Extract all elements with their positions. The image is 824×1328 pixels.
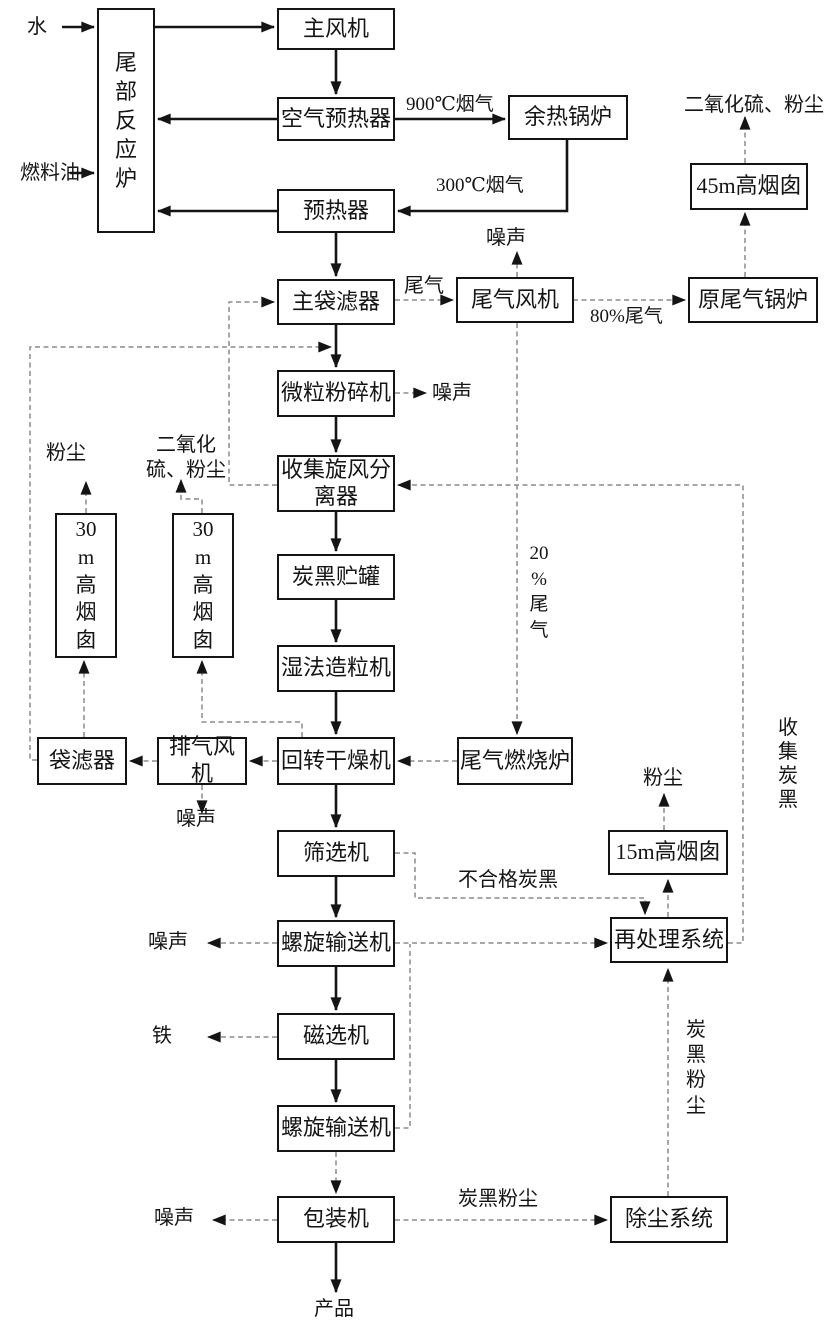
label-carbon-black-dust-vertical: 炭 黑 粉 尘: [686, 1019, 706, 1117]
dashed-rotary-dryer-to-chimney30-right: [196, 659, 303, 737]
box-collect-cyclone-separator: 收集旋风分 离器: [277, 455, 395, 512]
box-tail-gas-burner: 尾气燃烧炉: [457, 737, 573, 785]
dashed-screw2-join-reprocessing-line: [395, 944, 411, 1129]
box-tail-reactor-furnace: 尾 部 反 应 炉: [97, 8, 155, 233]
box-reprocessing-system: 再处理系统: [610, 917, 728, 963]
label-substandard-carbon-black: 不合格炭黑: [458, 869, 558, 891]
box-screener: 筛选机: [277, 830, 395, 877]
label-collect-carbon-black: 收 集 炭 黑: [778, 717, 798, 811]
label-so2-dust-45m: 二氧化硫、粉尘: [684, 94, 824, 116]
label-fuel-oil: 燃料油: [20, 162, 80, 184]
box-main-fan: 主风机: [277, 8, 395, 50]
box-exhaust-fan: 排气风机: [157, 734, 247, 786]
label-dust-15m: 粉尘: [643, 767, 683, 789]
box-micro-pulverizer: 微粒粉碎机: [277, 370, 395, 417]
box-waste-heat-boiler: 余热锅炉: [508, 95, 628, 140]
box-dust-removal-system: 除尘系统: [610, 1196, 728, 1243]
dashed-chimney30-right-to-so2-dust: [175, 478, 203, 513]
label-noise-pulverizer: 噪声: [432, 382, 472, 404]
box-bag-filter: 袋滤器: [37, 737, 127, 785]
label-water: 水: [27, 16, 47, 38]
box-45m-chimney: 45m高烟囱: [690, 163, 808, 210]
label-iron: 铁: [152, 1025, 172, 1047]
label-product: 产品: [314, 1298, 354, 1320]
label-300c-flue-gas: 300℃烟气: [436, 175, 524, 196]
label-carbon-black-dust: 炭黑粉尘: [458, 1188, 538, 1210]
label-noise-packer: 噪声: [154, 1207, 194, 1229]
dashed-bag-filter-to-main-line: [29, 341, 333, 761]
box-rotary-dryer: 回转干燥机: [277, 737, 395, 785]
box-wet-granulator: 湿法造粒机: [277, 645, 395, 692]
dashed-screener-to-reprocessing: [395, 852, 651, 916]
box-orig-tail-gas-boiler: 原尾气锅炉: [688, 277, 818, 323]
box-tail-gas-fan: 尾气风机: [456, 277, 574, 323]
box-air-preheater: 空气预热器: [277, 97, 395, 141]
box-magnetic-separator: 磁选机: [277, 1013, 395, 1060]
box-30m-chimney-right: 30 m 高 烟 囱: [172, 513, 234, 658]
box-30m-chimney-left: 30 m 高 烟 囱: [55, 513, 117, 658]
box-screw-conveyor-1: 螺旋输送机: [277, 920, 395, 967]
box-packer: 包装机: [277, 1196, 395, 1243]
dashed-cyclone-to-main-bag-filter: [228, 296, 277, 486]
box-carbon-black-storage-tank: 炭黑贮罐: [277, 554, 395, 600]
label-noise-screw1: 噪声: [148, 931, 188, 953]
label-so2-dust-30m: 二氧化 硫、粉尘: [146, 434, 226, 481]
box-main-bag-filter: 主袋滤器: [277, 279, 395, 325]
label-900c-flue-gas: 900℃烟气: [406, 94, 494, 115]
label-dust-30m-left: 粉尘: [46, 442, 86, 464]
label-noise-exhaust-fan: 噪声: [176, 808, 216, 830]
label-noise-tail-gas-fan: 噪声: [486, 227, 526, 249]
box-15m-chimney: 15m高烟囱: [608, 830, 728, 875]
label-tail-gas: 尾气: [404, 275, 444, 297]
label-20pct-tail-gas: 20 % 尾 气: [529, 543, 549, 641]
box-preheater: 预热器: [277, 189, 395, 233]
label-80pct-tail-gas: 80%尾气: [590, 306, 663, 327]
arrow-waste-heat-boiler-to-preheater: [396, 140, 569, 217]
box-screw-conveyor-2: 螺旋输送机: [277, 1105, 395, 1152]
